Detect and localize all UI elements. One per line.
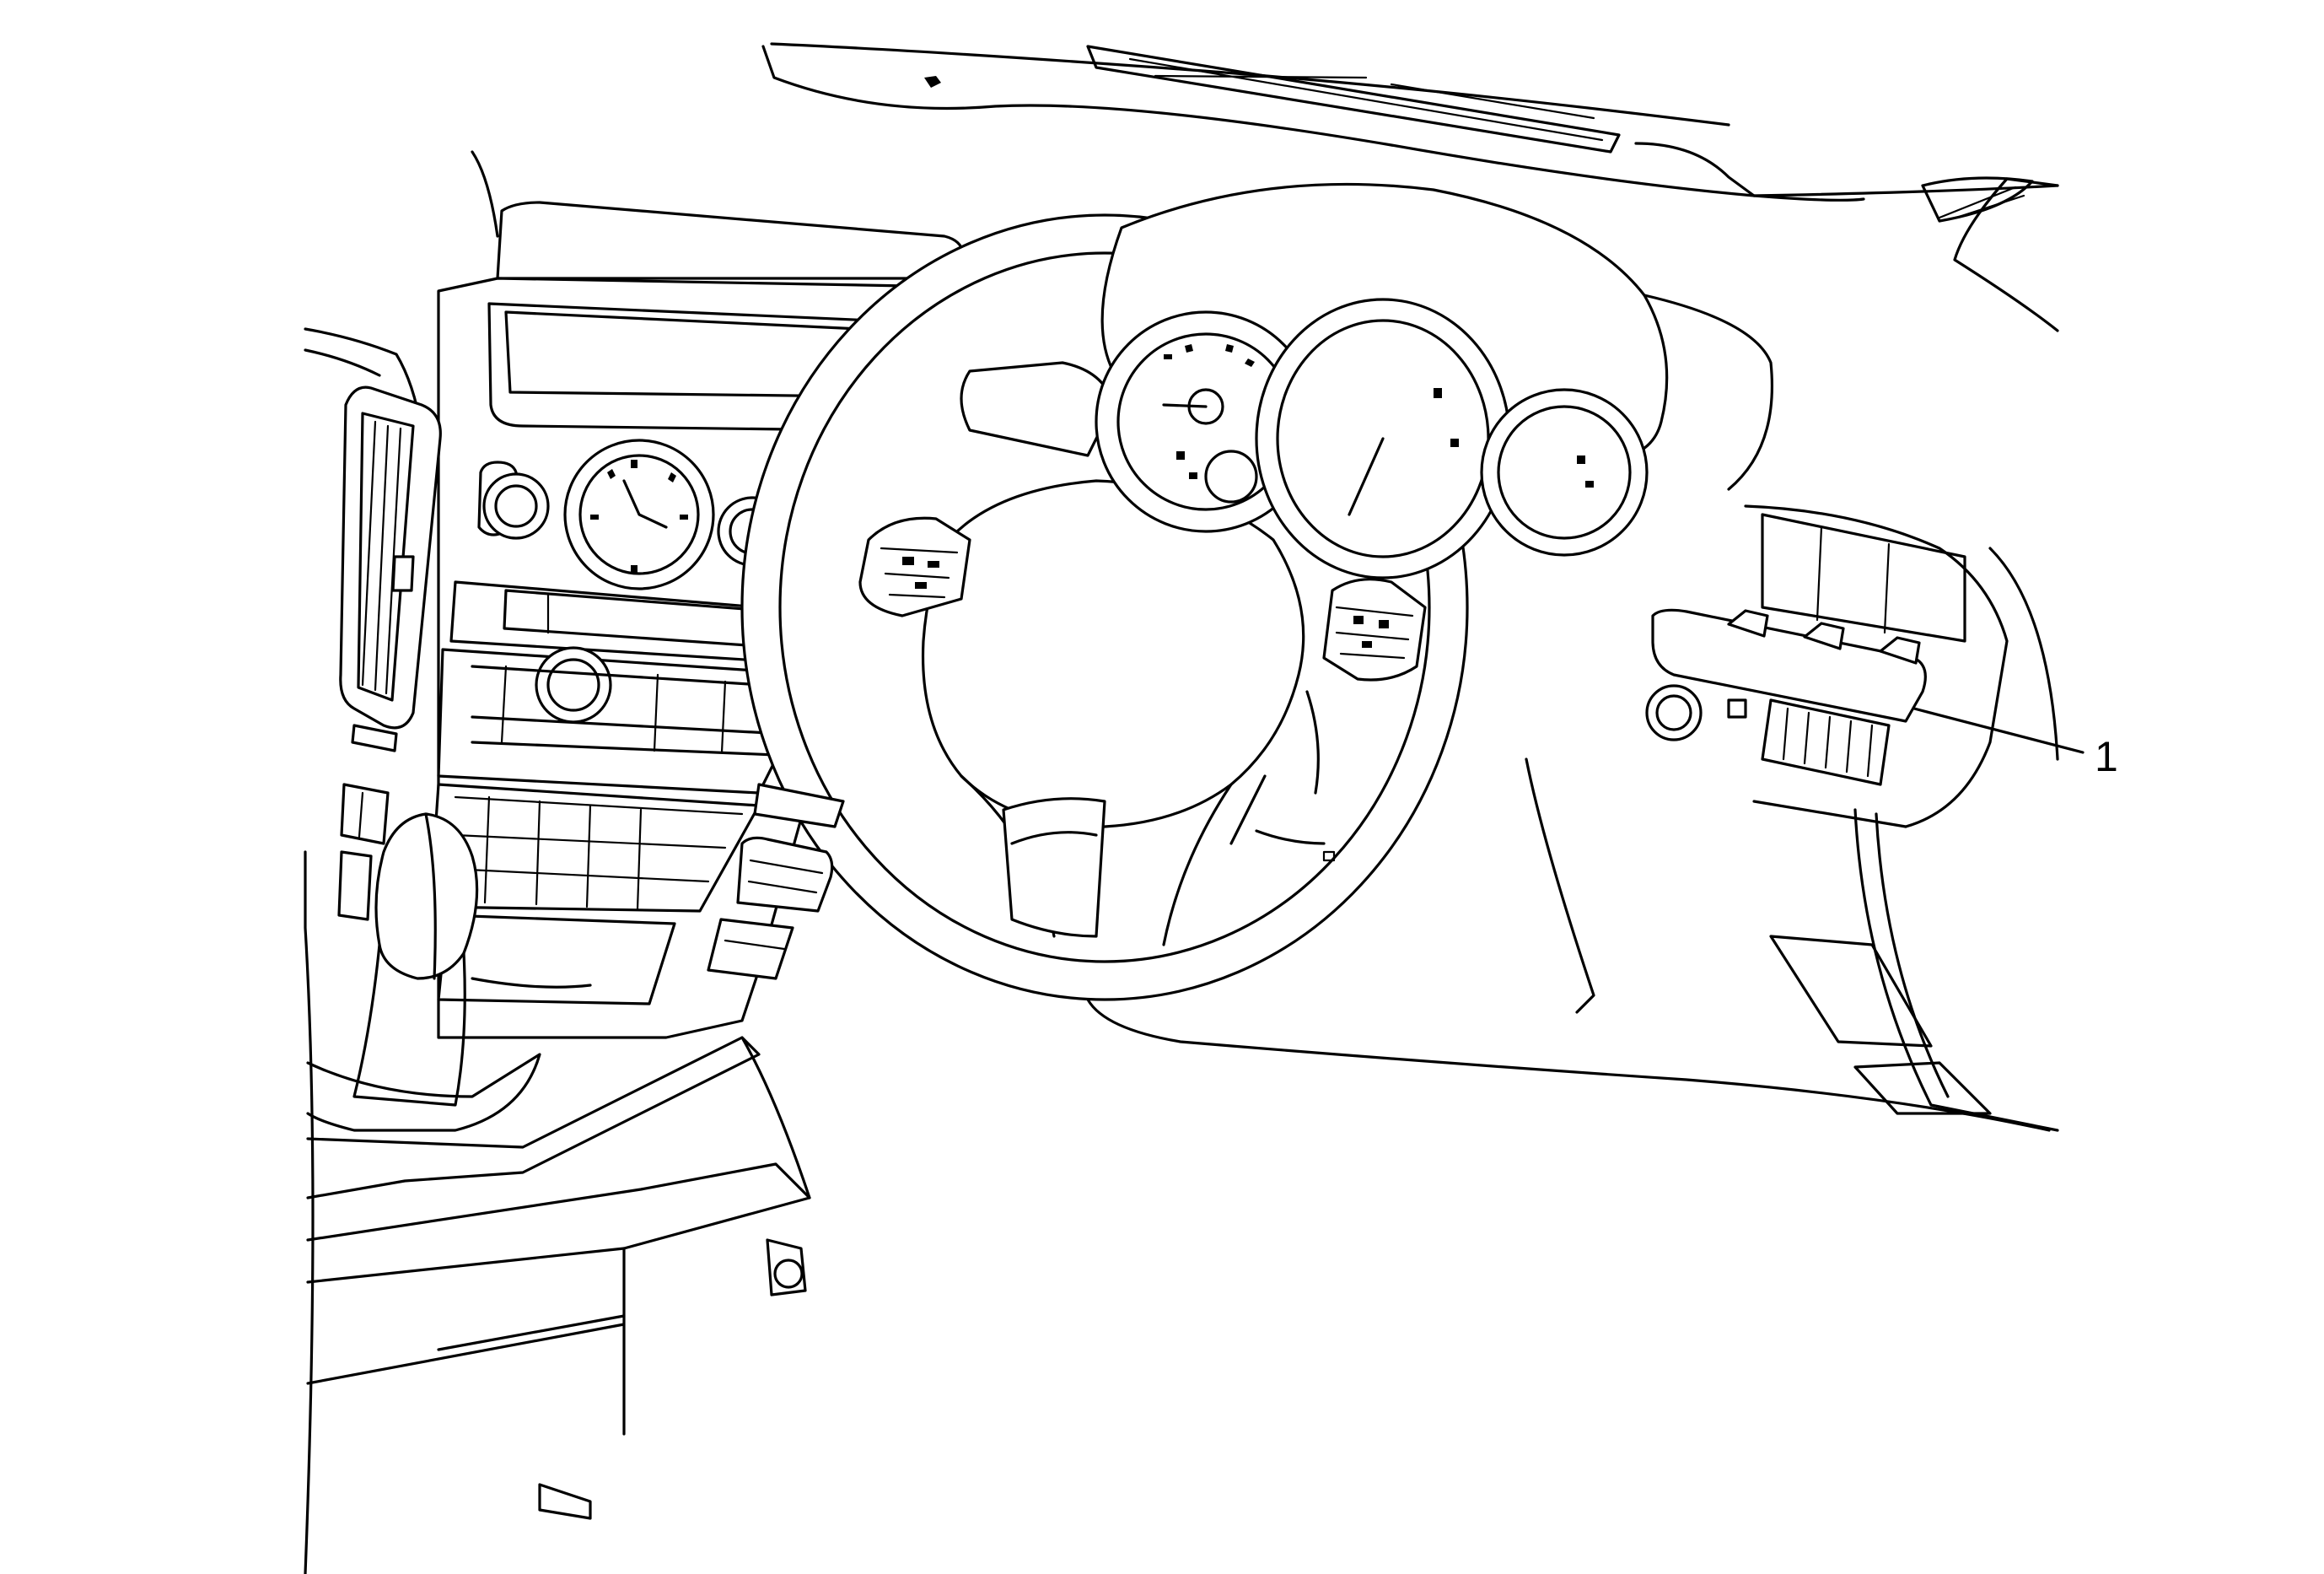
instrument-cluster: [1095, 182, 1774, 579]
switch-bank-module: [1645, 176, 2085, 828]
lower-dash-panel: [1086, 547, 2059, 1132]
left-air-vent: [337, 385, 442, 921]
left-switch-panel: [707, 783, 845, 980]
callout-label-1: 1: [2095, 733, 2118, 780]
gear-shifter: [306, 812, 811, 1520]
